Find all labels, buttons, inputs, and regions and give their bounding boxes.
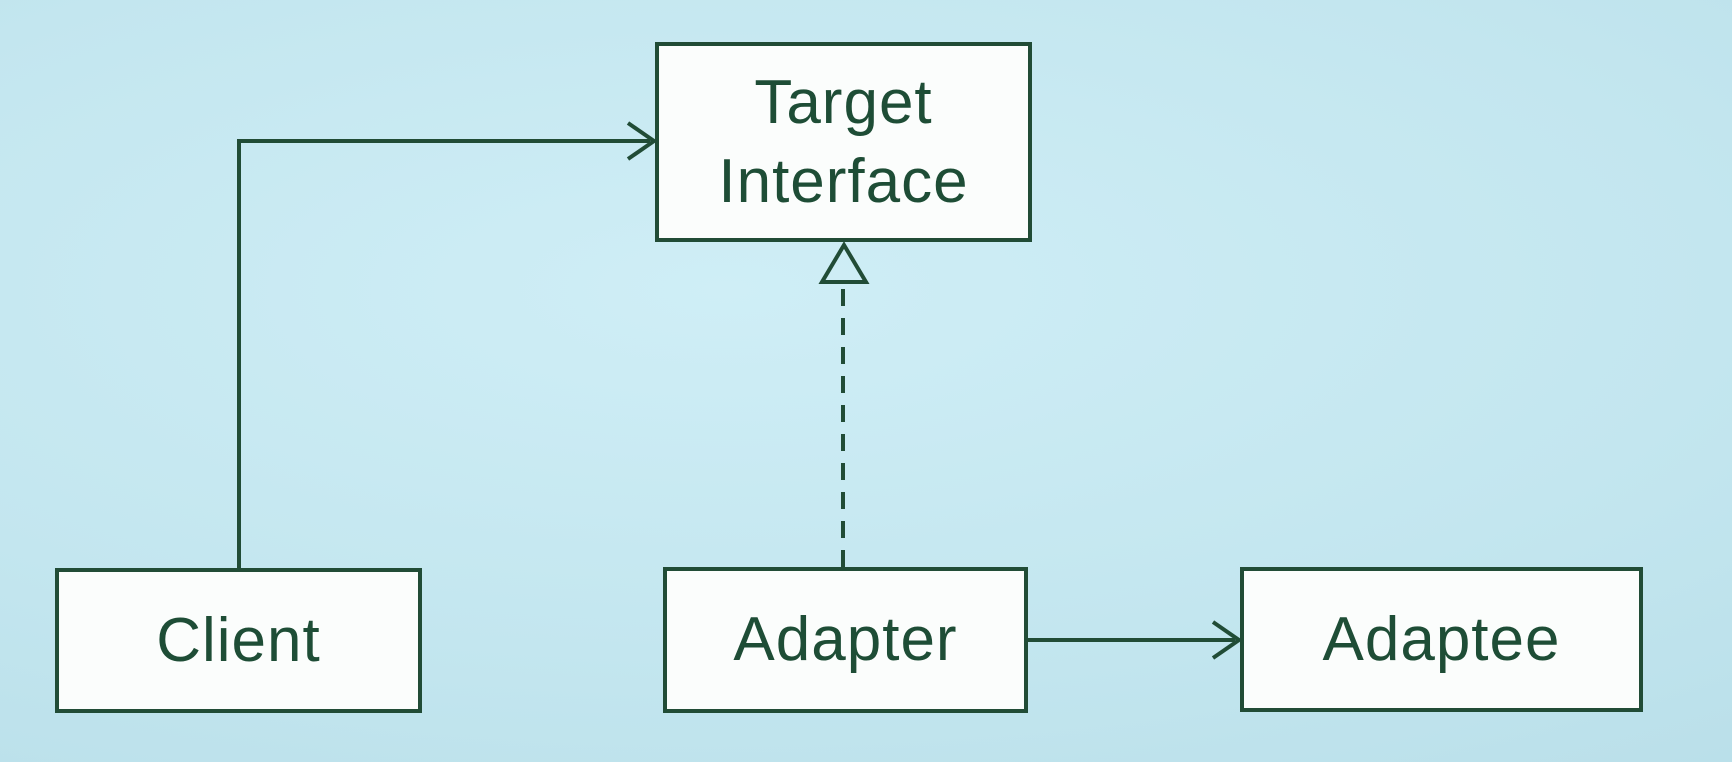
node-label: Adapter [733,605,958,675]
node-label: Client [156,605,321,675]
node-adaptee: Adaptee [1240,567,1643,712]
node-label-line2: Interface [718,147,969,216]
node-client: Client [55,568,422,713]
node-label: Target Interface [718,63,968,222]
node-label-line1: Target [754,67,933,137]
node-label: Adaptee [1322,604,1561,674]
hollow-triangle-arrowhead-icon [818,241,870,284]
open-arrowhead-icon [626,121,658,161]
open-arrowhead-icon [1211,620,1243,660]
node-target-interface: Target Interface [655,42,1032,242]
node-adapter: Adapter [663,567,1028,713]
edge-client-to-target [237,139,650,568]
